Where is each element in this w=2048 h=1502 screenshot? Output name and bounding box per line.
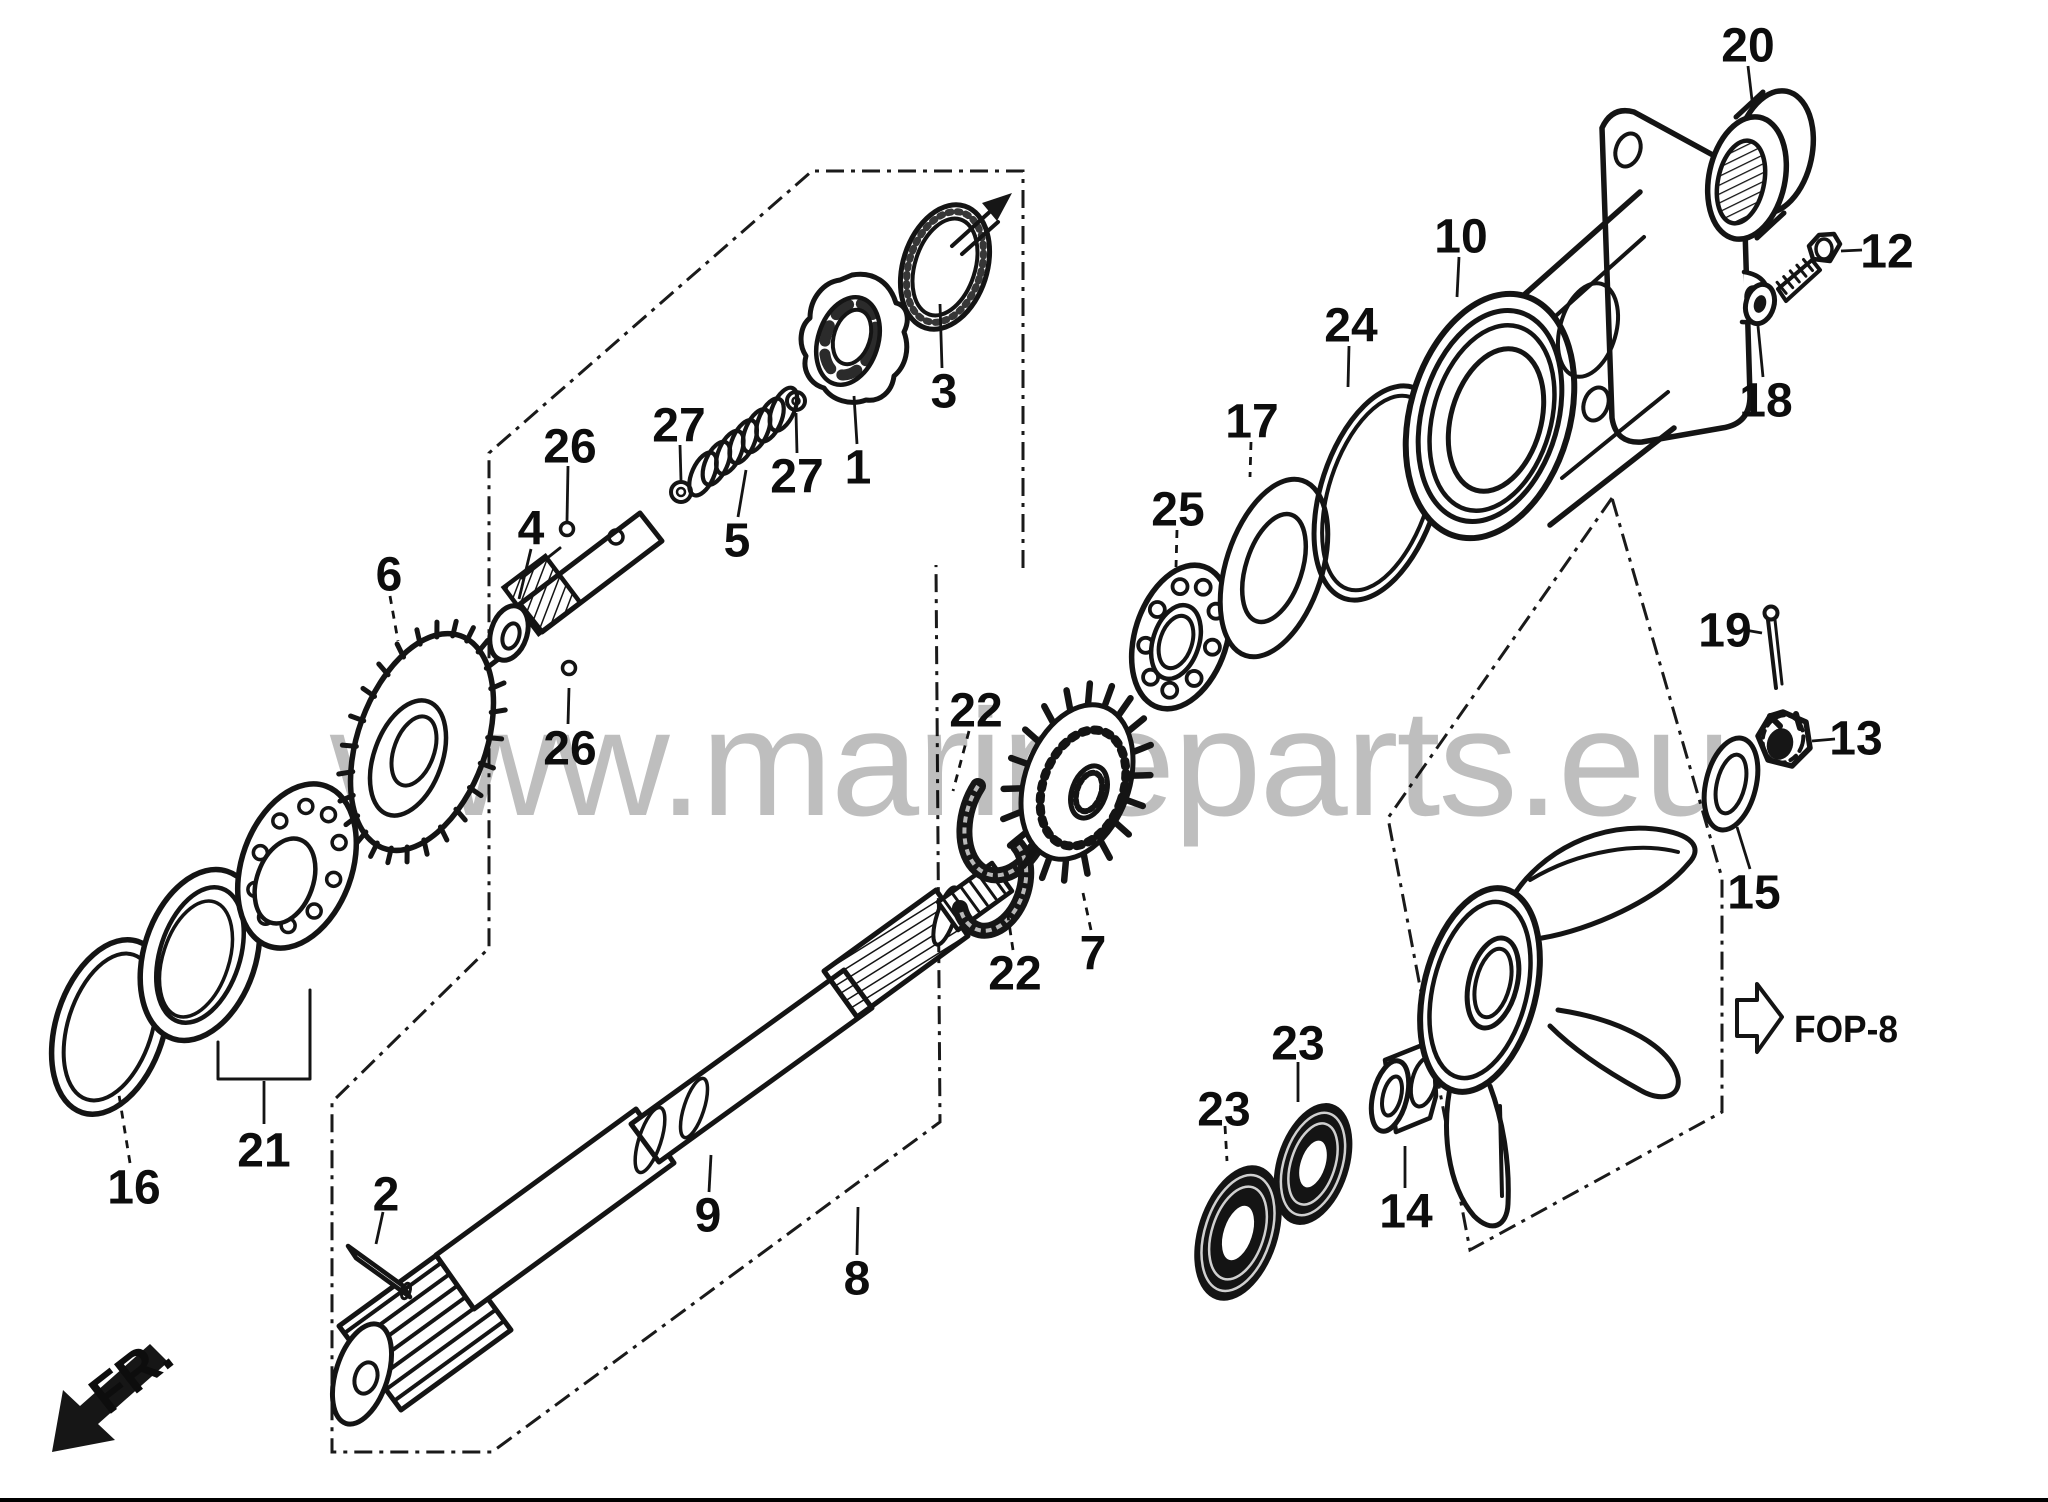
leader-line-2 (374, 1211, 385, 1245)
part-label-23: 23 (1271, 1017, 1324, 1070)
shift-rod-4 (487, 510, 665, 663)
part-label-1: 1 (845, 441, 872, 494)
leader-line-4 (517, 548, 533, 600)
part-label-27: 27 (770, 450, 823, 503)
part-label-12: 12 (1860, 225, 1913, 278)
seal-ring-16 (48, 937, 172, 1117)
part-label-4: 4 (518, 502, 545, 555)
tapered-roller-bearing-21 (234, 781, 360, 951)
propeller-shaft-9 (330, 860, 1015, 1427)
part-label-18: 18 (1739, 374, 1792, 427)
part-label-22: 22 (949, 684, 1002, 737)
leader-line-9 (707, 1154, 713, 1193)
part-label-14: 14 (1379, 1185, 1433, 1238)
washer-15 (1701, 735, 1761, 833)
washer-18 (1742, 281, 1778, 327)
leader-line-25 (1174, 529, 1179, 568)
part-label-26: 26 (543, 420, 596, 473)
label-bracket-21 (216, 988, 312, 1081)
part-label-27: 27 (652, 399, 705, 452)
leader-line-8 (855, 1206, 860, 1256)
fop8-reference: FOP-8 (1735, 982, 1898, 1054)
spring-5 (687, 385, 800, 498)
leader-line-12 (1840, 248, 1863, 253)
thrust-washer-17 (1217, 476, 1331, 660)
leader-line-26 (566, 687, 571, 725)
oil-seal-23-right (1273, 1103, 1353, 1225)
part-label-6: 6 (376, 548, 403, 601)
leader-line-27 (678, 444, 683, 482)
leader-line-5 (736, 469, 748, 518)
leader-line-20 (1746, 65, 1754, 101)
part-label-7: 7 (1080, 927, 1107, 980)
part-label-23: 23 (1197, 1083, 1250, 1136)
dowel-pin-2 (345, 1243, 413, 1301)
part-label-25: 25 (1151, 483, 1204, 536)
leader-line-13 (1811, 737, 1836, 743)
steel-ball-26-lower (560, 659, 578, 677)
propeller-15 (1417, 825, 1698, 1229)
leader-line-18 (1756, 325, 1765, 378)
part-label-26: 26 (543, 722, 596, 775)
parts-artwork (48, 88, 1843, 1427)
flange-bolt-12 (1775, 231, 1843, 303)
leader-line-6 (388, 595, 400, 642)
leader-line-7 (1081, 892, 1093, 931)
part-label-24: 24 (1324, 299, 1378, 352)
pinion-gear-6 (336, 618, 508, 866)
propeller-box-outline (1386, 494, 1724, 1253)
needle-bearing-20 (1704, 88, 1817, 242)
part-label-16: 16 (107, 1161, 160, 1214)
leader-line-23 (1223, 1125, 1229, 1162)
assembly-arrow-icon (950, 193, 1012, 256)
c-washer-22-upper (956, 778, 1042, 884)
ball-bearing-25 (1128, 562, 1234, 712)
part-label-13: 13 (1829, 712, 1882, 765)
leader-line-26 (565, 465, 570, 522)
part-label-8: 8 (844, 1252, 871, 1305)
fop8-label: FOP-8 (1794, 1009, 1898, 1051)
dash-dot-boxes (330, 169, 1724, 1454)
bearing-race-21 (137, 866, 263, 1044)
leader-line-27 (794, 412, 799, 454)
front-direction-mark: FR. (52, 1325, 184, 1452)
bevel-gear-7 (1000, 680, 1154, 884)
leader-line-19 (1744, 628, 1763, 635)
part-label-15: 15 (1727, 866, 1780, 919)
leader-line-3 (938, 303, 944, 369)
leader-line-15 (1735, 826, 1752, 870)
castle-nut-13 (1755, 709, 1813, 769)
part-label-17: 17 (1225, 395, 1278, 448)
oil-seal-23-left (1194, 1165, 1282, 1301)
leader-line-10 (1455, 256, 1461, 298)
leader-line-22 (1006, 915, 1015, 951)
fr-arrow-icon (52, 1344, 168, 1452)
part-label-20: 20 (1721, 19, 1774, 72)
leader-line-17 (1248, 441, 1253, 478)
scan-bottom-edge (0, 1498, 2048, 1502)
part-label-21: 21 (237, 1124, 290, 1177)
leader-line-16 (117, 1094, 132, 1164)
leader-line-22 (951, 730, 971, 792)
part-label-22: 22 (988, 947, 1041, 1000)
part-label-9: 9 (695, 1189, 722, 1242)
clutch-dog-1 (798, 271, 910, 405)
part-label-10: 10 (1434, 210, 1487, 263)
part-label-19: 19 (1698, 604, 1751, 657)
ring-27-right (785, 390, 807, 412)
ring-27-left (669, 480, 693, 504)
leader-line-1 (852, 395, 859, 445)
split-pin-19 (1762, 604, 1784, 690)
fop8-arrow-icon (1735, 982, 1784, 1054)
part-label-2: 2 (373, 1168, 400, 1221)
steel-ball-26-upper (558, 520, 576, 538)
part-label-5: 5 (724, 514, 751, 567)
snap-ring-3 (897, 202, 993, 332)
part-label-3: 3 (931, 365, 958, 418)
shaft-spline-section (821, 887, 971, 1020)
leader-line-24 (1346, 345, 1351, 388)
